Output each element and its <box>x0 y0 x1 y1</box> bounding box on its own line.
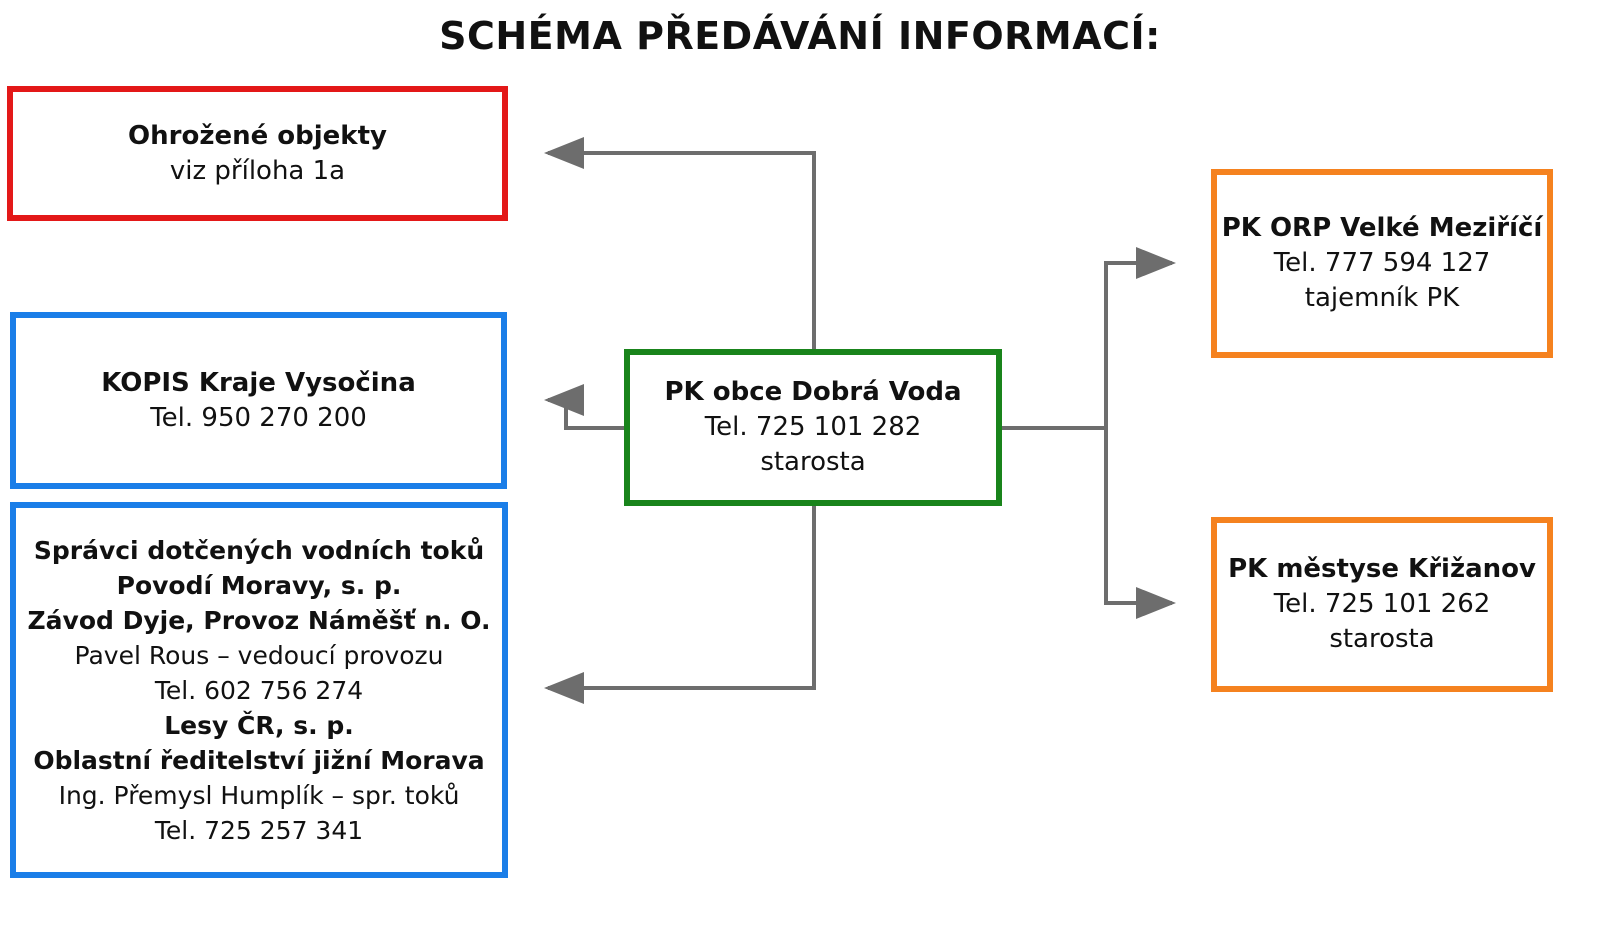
krizanov-line-2: Tel. 725 101 262 <box>1273 589 1491 619</box>
krizanov-line-3: starosta <box>1329 624 1435 654</box>
krizanov-line-1: PK městyse Křižanov <box>1228 554 1536 584</box>
arrow-to-orp <box>1104 247 1176 428</box>
center-line-1: PK obce Dobrá Voda <box>664 377 962 407</box>
spravci-line-2: Povodí Moravy, s. p. <box>116 570 402 600</box>
center-line-3: starosta <box>760 447 866 477</box>
spravci-line-6: Lesy ČR, s. p. <box>164 710 354 740</box>
diagram-title: SCHÉMA PŘEDÁVÁNÍ INFORMACÍ: <box>439 14 1161 58</box>
arrow-to-kopis <box>544 384 626 430</box>
spravci-line-1: Správci dotčených vodních toků <box>33 535 485 565</box>
arrow-to-krizanov <box>1104 428 1176 619</box>
kopis-line-2: Tel. 950 270 200 <box>150 402 367 433</box>
center-line-2: Tel. 725 101 282 <box>704 412 922 442</box>
arrow-to-spravci <box>544 505 816 704</box>
orp-line-1: PK ORP Velké Meziříčí <box>1221 213 1543 243</box>
spravci-line-7: Oblastní ředitelství jižní Morava <box>33 745 485 775</box>
spravci-line-3: Závod Dyje, Provoz Náměšť n. O. <box>27 605 491 635</box>
orp-line-2: Tel. 777 594 127 <box>1273 248 1491 278</box>
arrow-to-ohrozene <box>544 137 816 350</box>
orp-line-3: tajemník PK <box>1304 283 1460 313</box>
spravci-line-9: Tel. 725 257 341 <box>154 815 364 845</box>
ohrozene-line-1: Ohrožené objekty <box>128 120 387 151</box>
node-ohrozene-objekty: Ohrožené objekty viz příloha 1a <box>7 86 508 221</box>
ohrozene-line-2: viz příloha 1a <box>169 155 346 186</box>
spravci-line-8: Ing. Přemysl Humplík – spr. toků <box>58 780 460 810</box>
spravci-line-4: Pavel Rous – vedoucí provozu <box>74 640 444 670</box>
kopis-line-1: KOPIS Kraje Vysočina <box>101 367 416 398</box>
spravci-line-5: Tel. 602 756 274 <box>154 675 364 705</box>
